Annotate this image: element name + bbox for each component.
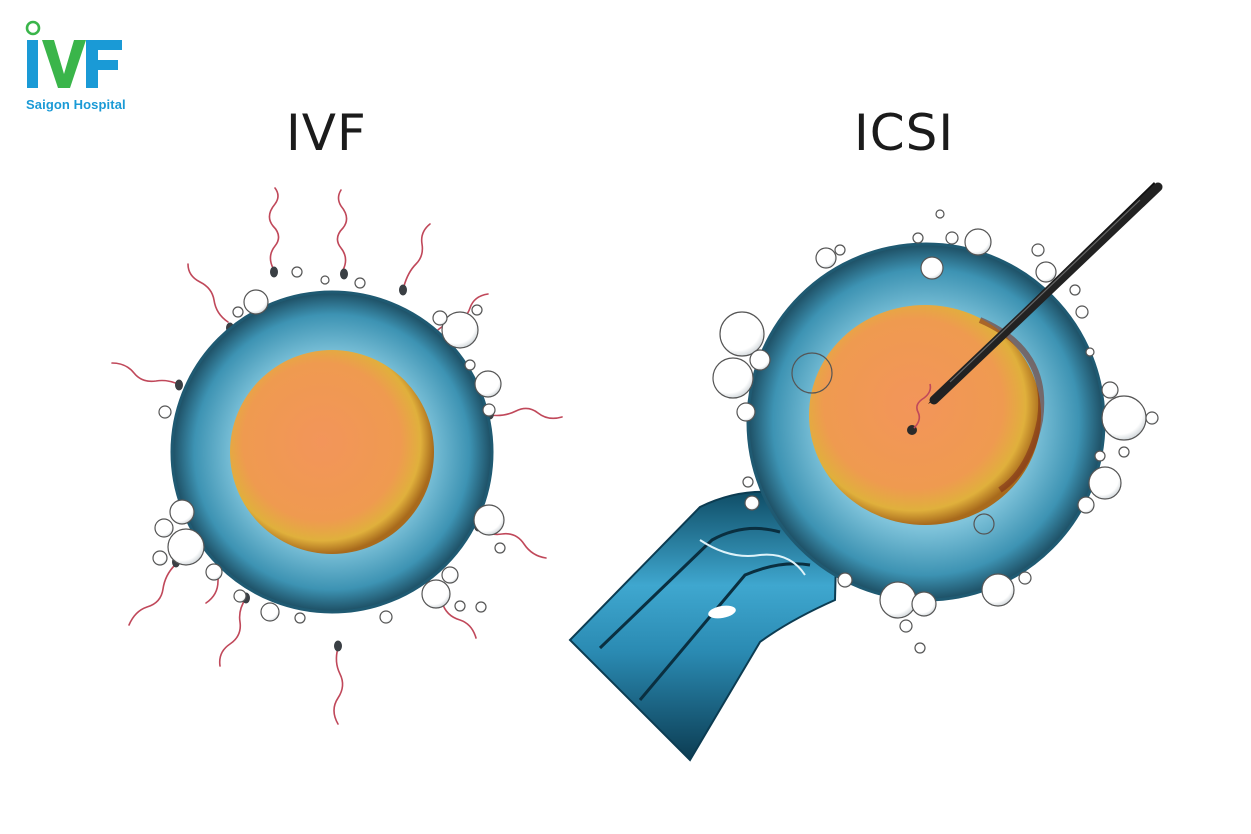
cytoplasm	[809, 305, 1041, 525]
icsi-egg	[568, 182, 1163, 762]
logo-mark-icon	[25, 20, 122, 88]
bubbles	[712, 209, 1159, 654]
bubbles	[152, 266, 506, 624]
ivf-egg	[111, 187, 563, 725]
ivf-title: IVF	[286, 104, 367, 162]
holding-pipette	[568, 490, 838, 762]
injection-needle	[928, 182, 1163, 405]
icsi-title: ICSI	[854, 104, 955, 162]
ivf-saigon-logo: Saigon Hospital	[20, 18, 150, 118]
logo-subtitle: Saigon Hospital	[26, 97, 126, 112]
cytoplasm	[230, 350, 434, 554]
